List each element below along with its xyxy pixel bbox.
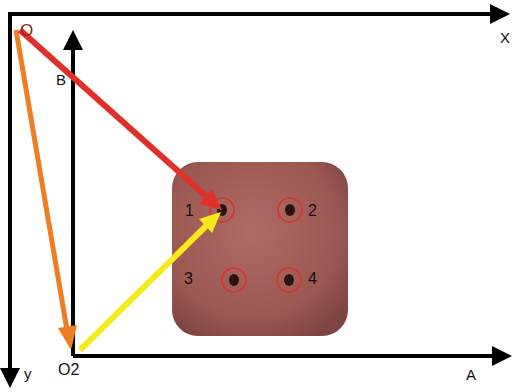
y-axis	[0, 12, 20, 388]
axis-label: y	[24, 366, 32, 381]
callout-number: 4	[308, 271, 317, 287]
callout-number: 2	[308, 203, 317, 219]
origin-label: O	[20, 22, 33, 39]
die-holes	[210, 198, 302, 292]
yellow-vector	[80, 212, 221, 350]
orange-vector	[16, 30, 77, 350]
callout-number: 1	[185, 203, 194, 219]
callout-number: 3	[184, 271, 193, 287]
axis-label: X	[500, 30, 510, 45]
axis-label: B	[56, 72, 66, 87]
axis-label: A	[466, 367, 476, 382]
red-vector	[20, 30, 222, 210]
origin-label: O2	[58, 362, 79, 378]
a-axis	[73, 346, 512, 366]
x-axis	[8, 4, 510, 24]
